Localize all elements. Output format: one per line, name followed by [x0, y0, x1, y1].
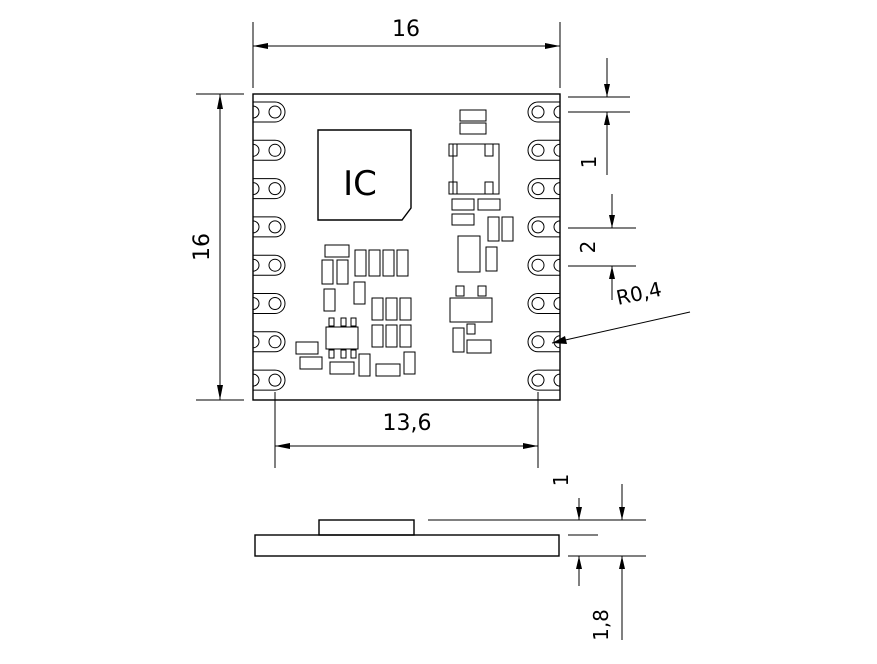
- left-pad: [252, 254, 286, 276]
- left-pad: [252, 139, 286, 161]
- left-pad: [252, 216, 286, 238]
- pad-span-dimension: 13,6: [274, 392, 539, 468]
- side-view-pcb: [254, 534, 560, 557]
- right-pad: [527, 254, 561, 276]
- right-pad: [527, 216, 561, 238]
- top-width-label: 16: [392, 17, 420, 42]
- pad-spacing-dimension: 2: [568, 194, 636, 300]
- left-height-dimension: 16: [190, 93, 244, 401]
- right-pad: [527, 369, 561, 391]
- smd-components: [295, 109, 514, 377]
- corner-radius-callout: R0,4: [551, 277, 691, 344]
- total-height-label: 1,8: [589, 609, 613, 641]
- pad-spacing-label: 2: [576, 241, 600, 254]
- ic-chip: IC: [317, 129, 412, 221]
- left-pad: [252, 178, 286, 200]
- module-outline: [252, 93, 561, 401]
- pad-pitch-dimension: 1: [568, 58, 630, 175]
- right-pad: [527, 139, 561, 161]
- right-pad: [527, 178, 561, 200]
- right-pads: [527, 101, 561, 391]
- right-pad: [527, 101, 561, 123]
- left-pad: [252, 293, 286, 314]
- left-height-label: 16: [190, 233, 215, 261]
- side-view-shield: [318, 519, 415, 536]
- pad-span-label: 13,6: [383, 411, 432, 436]
- shield-height-label: 1: [549, 474, 573, 487]
- right-pad: [527, 331, 561, 353]
- left-pad: [252, 331, 286, 353]
- left-pad: [252, 101, 286, 123]
- right-pad: [527, 293, 561, 314]
- corner-radius-label: R0,4: [614, 277, 664, 310]
- side-view: [254, 519, 646, 557]
- ic-label: IC: [343, 164, 377, 204]
- left-pad: [252, 369, 286, 391]
- left-pads: [252, 101, 286, 391]
- shield-height-dimension: 1: [549, 474, 582, 586]
- total-height-dimension: 1,8: [589, 484, 625, 641]
- pad-pitch-label: 1: [577, 156, 601, 169]
- top-width-dimension: 16: [252, 17, 561, 88]
